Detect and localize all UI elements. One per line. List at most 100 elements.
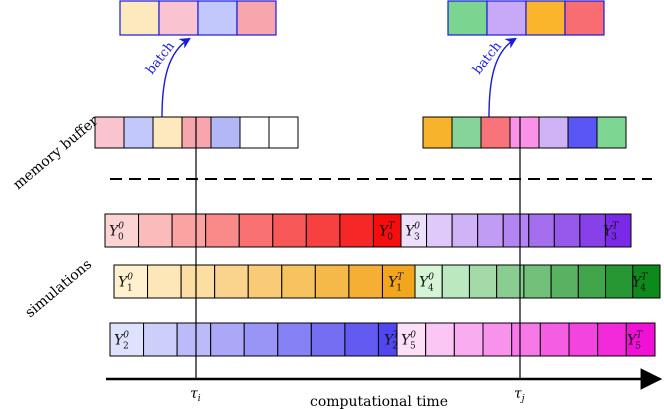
sim-3-cell-6 [553, 213, 581, 248]
sim-4-cell-1 [441, 264, 470, 299]
sim-0-cell-7 [339, 213, 374, 248]
batch-0 [119, 0, 277, 36]
sim-4-cell-3 [496, 264, 525, 299]
sim-2-cell-7 [344, 322, 379, 357]
sim-5-cell-1 [425, 322, 455, 357]
buffer-0-cell-1 [123, 116, 154, 149]
sim-1-cell-4 [247, 264, 283, 299]
sim-2-cell-2 [176, 322, 212, 357]
sim-0-cell-3 [205, 213, 240, 248]
sim-2-cell-5 [277, 322, 312, 357]
sim-5-cell-6 [568, 322, 599, 357]
tau-j-label: τj [514, 386, 525, 404]
sim-4-cell-0 [414, 264, 443, 299]
sim-1-cell-7 [348, 264, 383, 299]
sim-5-cell-7 [597, 322, 627, 357]
sim-5-cell-2 [453, 322, 484, 357]
buffer-1-cell-3 [509, 116, 540, 149]
buffer-1-cell-6 [596, 116, 627, 149]
batch-1-cell-0 [447, 0, 488, 36]
memory-buffer-left [94, 116, 299, 149]
sim-1-cell-5 [281, 264, 316, 299]
sim-3-cell-7 [579, 213, 606, 248]
sim-5-cell-3 [482, 322, 513, 357]
batch-0-cell-1 [158, 0, 199, 36]
sim-4-cell-8 [632, 264, 661, 299]
buffer-0-cell-0 [94, 116, 125, 149]
buffer-0-cell-5 [239, 116, 270, 149]
sim-3-cell-3 [477, 213, 504, 248]
sim-1-cell-3 [214, 264, 249, 299]
sim-4-cell-2 [468, 264, 498, 299]
batch-label-left: batch [143, 39, 178, 78]
sim-4-cell-5 [550, 264, 579, 299]
sim-5-cell-8 [625, 322, 656, 357]
sim-4-cell-7 [605, 264, 634, 299]
sim-1-cell-8 [381, 264, 417, 299]
sim-0-cell-2 [171, 213, 207, 248]
sim-2-cell-4 [243, 322, 279, 357]
batch-arrow-right [488, 37, 517, 118]
sim-1-cell-6 [314, 264, 350, 299]
sim-3-cell-8 [604, 213, 632, 248]
batch-0-cell-3 [236, 0, 277, 36]
computational-time-label: computational time [310, 394, 448, 409]
batch-arrow-left [161, 37, 191, 118]
sim-3-cell-2 [451, 213, 479, 248]
sim-2-cell-6 [310, 322, 346, 357]
sim-2-cell-1 [143, 322, 178, 357]
memory-buffer-label: memory buffer [10, 113, 101, 193]
sim-0-cell-0 [104, 213, 140, 248]
buffer-1-cell-0 [422, 116, 453, 149]
sim-5-cell-5 [539, 322, 570, 357]
buffer-0-cell-2 [152, 116, 183, 149]
buffer-1-cell-5 [567, 116, 598, 149]
buffer-1-cell-1 [451, 116, 482, 149]
buffer-1-cell-4 [538, 116, 569, 149]
batch-0-cell-0 [119, 0, 160, 36]
buffer-0-cell-4 [210, 116, 241, 149]
sim-3-cell-5 [528, 213, 555, 248]
sim-0-cell-1 [138, 213, 173, 248]
sim-4-cell-6 [577, 264, 607, 299]
batch-1-cell-2 [525, 0, 566, 36]
sim-2-cell-3 [210, 322, 245, 357]
batch-1 [447, 0, 605, 36]
sim-5-cell-0 [396, 322, 427, 357]
batch-1-cell-1 [486, 0, 527, 36]
sim-4-cell-4 [523, 264, 552, 299]
simulations-label: simulations [22, 256, 95, 321]
sim-1-cell-1 [147, 264, 182, 299]
sim-0-cell-6 [305, 213, 341, 248]
buffer-0-cell-6 [268, 116, 299, 149]
buffer-1-cell-2 [480, 116, 511, 149]
sim-5-cell-4 [511, 322, 541, 357]
sim-0-cell-4 [238, 213, 274, 248]
batch-0-cell-2 [197, 0, 238, 36]
sim-0-cell-5 [272, 213, 307, 248]
sim-3-cell-1 [426, 213, 453, 248]
memory-buffer-right [422, 116, 627, 149]
tau-i-label: τi [190, 386, 201, 404]
sim-3-cell-4 [502, 213, 530, 248]
batch-label-right: batch [470, 39, 505, 78]
sim-1-cell-2 [180, 264, 216, 299]
